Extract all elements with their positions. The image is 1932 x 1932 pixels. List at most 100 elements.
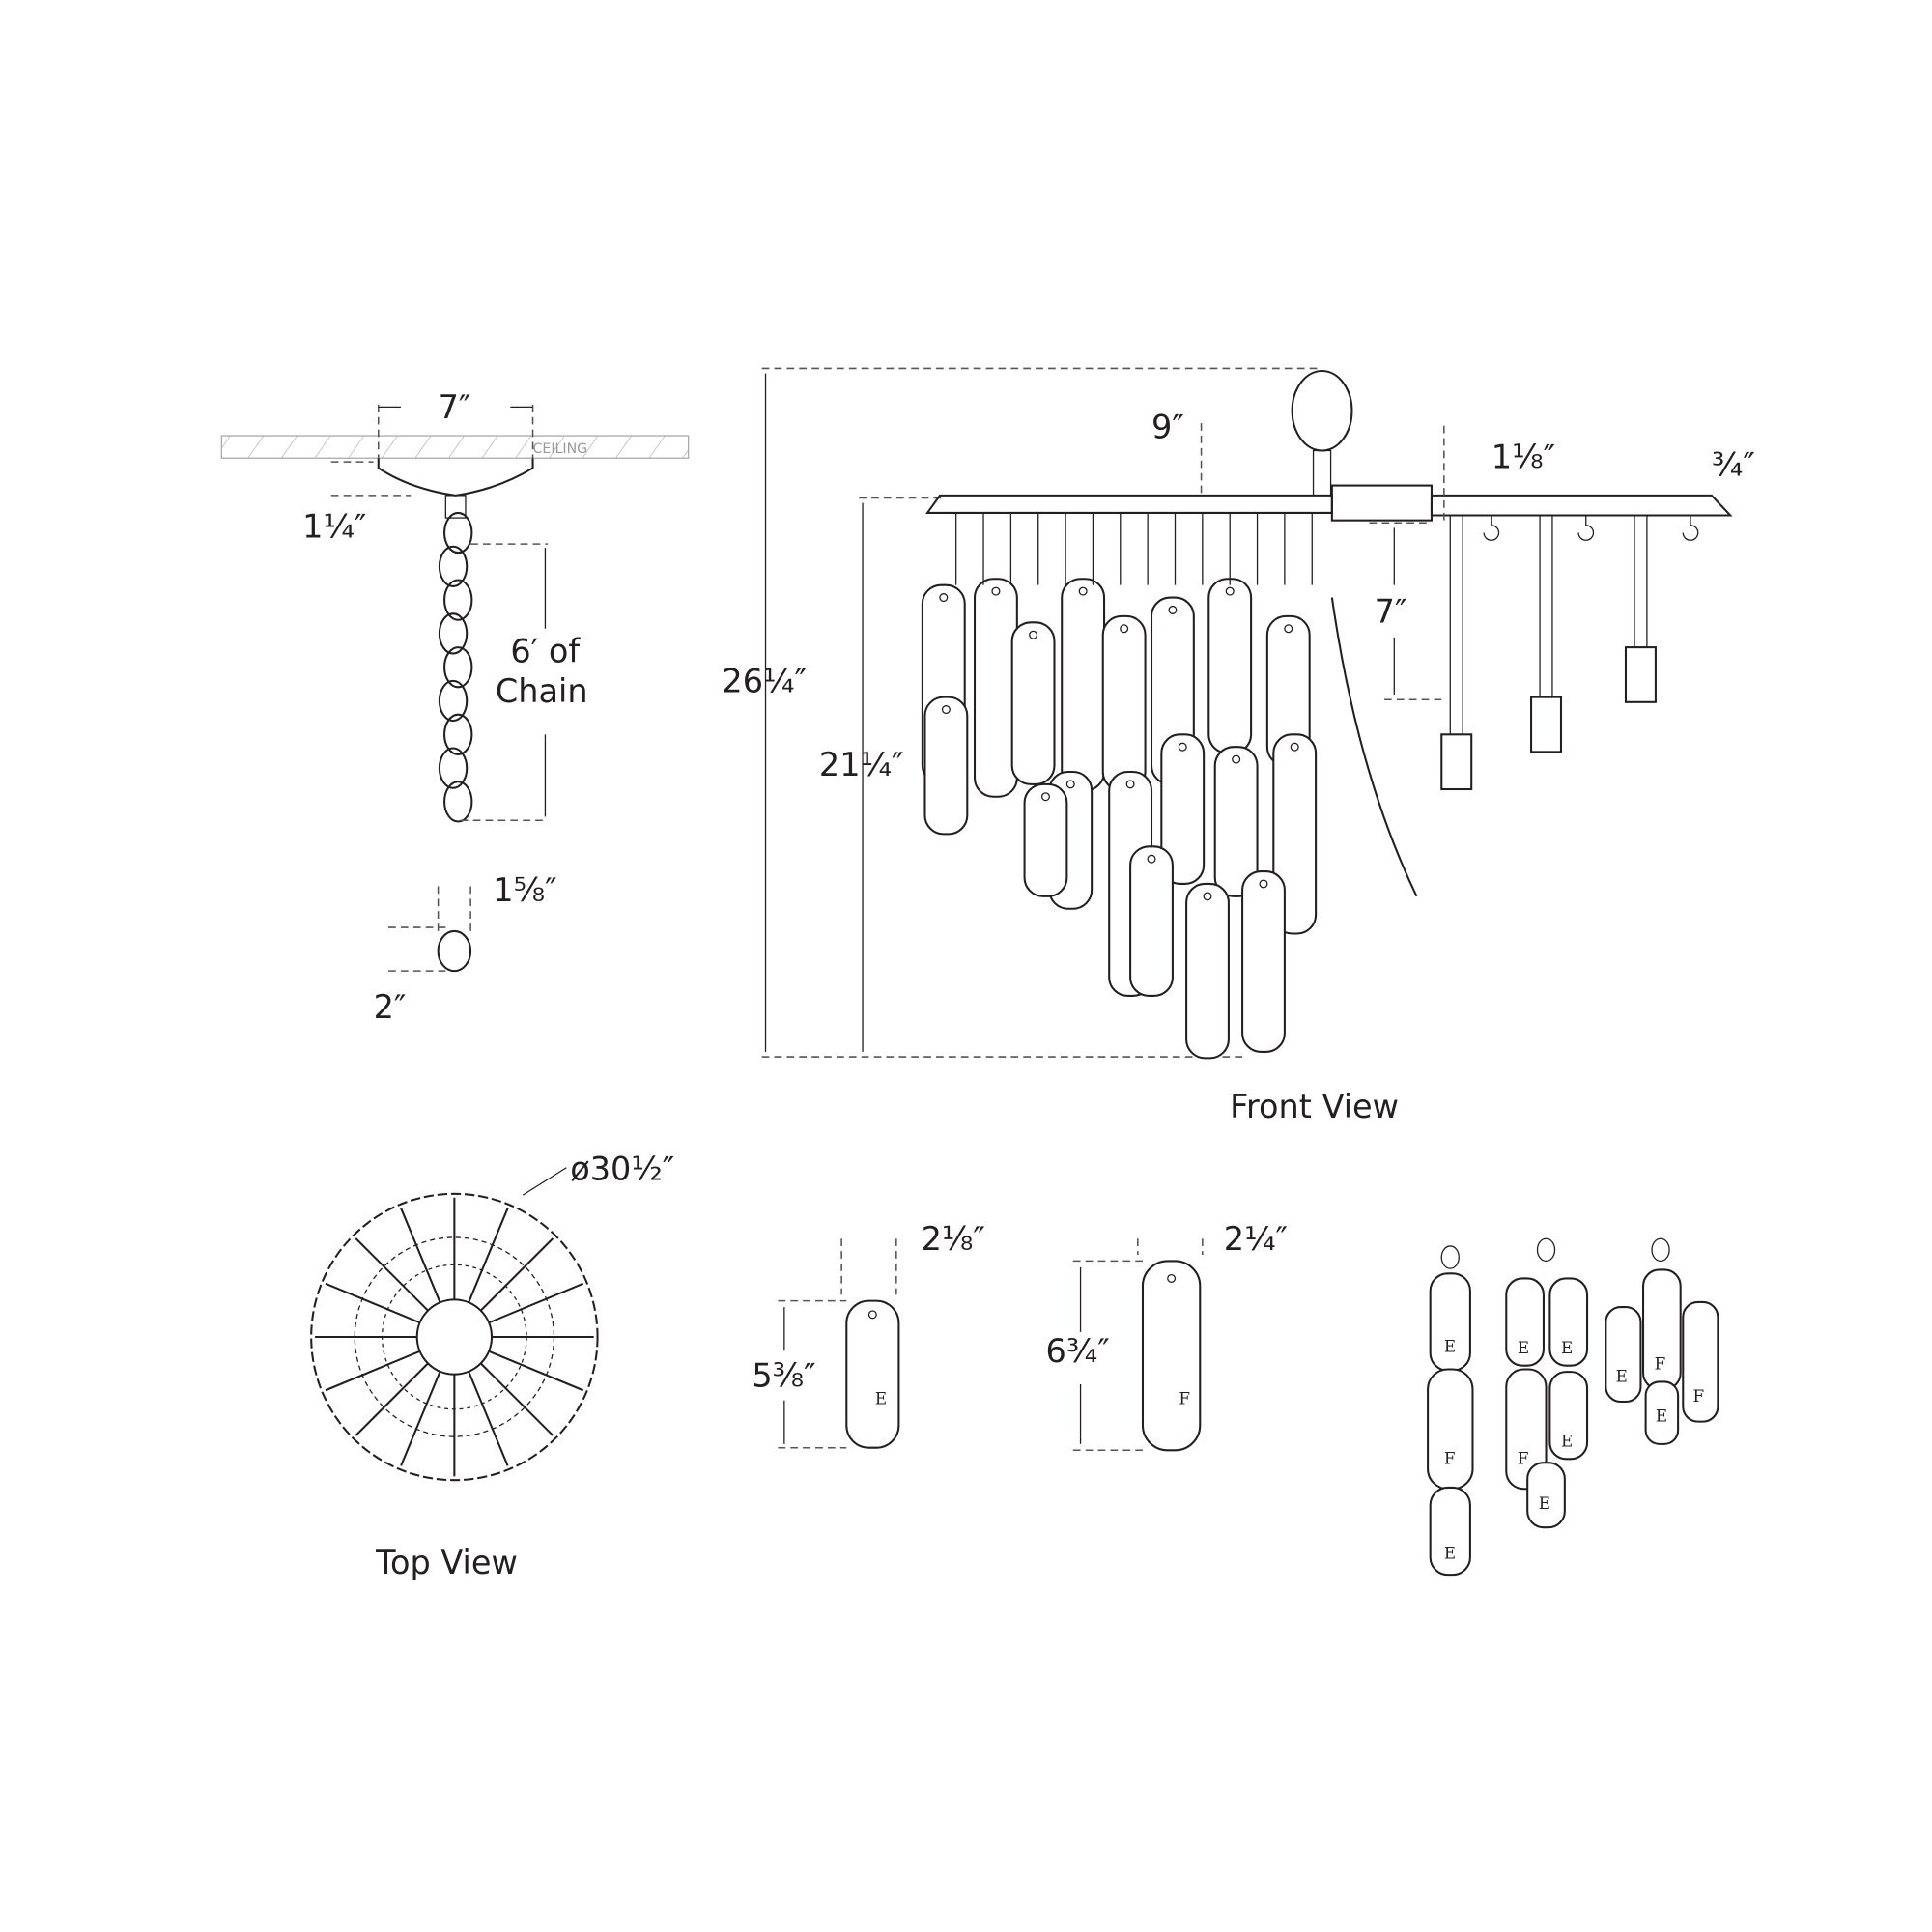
drop-hole <box>1225 586 1235 596</box>
spoke <box>355 1362 429 1436</box>
loop-label: 9″ <box>1151 409 1184 446</box>
chain-link <box>443 646 473 689</box>
socket-stem <box>1449 514 1463 735</box>
chain-link <box>438 545 469 587</box>
chain <box>438 511 473 823</box>
drop-hole <box>1120 624 1129 634</box>
glass-e-detail: E 2⅛″ 5⅜″ <box>752 1220 985 1449</box>
cluster-letter: E <box>1561 1431 1573 1450</box>
drop-hole <box>1203 892 1212 901</box>
glass-drop <box>1160 733 1206 885</box>
chain-link <box>437 929 472 973</box>
glass-drop <box>1208 578 1253 754</box>
glass-e-width-label: 2⅛″ <box>922 1220 985 1258</box>
cluster-diagrams: E F E E E F E E E F E F <box>1427 1237 1719 1577</box>
hook-icon <box>1577 515 1595 541</box>
glass-drop <box>923 696 969 836</box>
glass-e <box>845 1299 900 1449</box>
diameter-label: ø30½″ <box>570 1151 674 1188</box>
outer-ring <box>310 1192 599 1482</box>
socket-stem <box>1634 514 1648 648</box>
cluster-letter: F <box>1444 1448 1456 1467</box>
socket-bar <box>1430 494 1733 517</box>
glass-f-height-label: 6¾″ <box>1045 1332 1109 1370</box>
glass-e-letter: E <box>875 1389 887 1408</box>
glass-drop <box>1023 782 1068 897</box>
glass-drop <box>1129 845 1174 997</box>
drop-hole <box>1147 854 1156 864</box>
bar-gap-label: 1⅛″ <box>1492 439 1555 476</box>
spoke <box>488 1282 584 1324</box>
ceiling <box>220 435 690 459</box>
loop-ring <box>1291 369 1353 452</box>
glass-drop <box>1241 870 1286 1053</box>
link-height-label: 2″ <box>374 988 407 1026</box>
glass-drop <box>1101 614 1147 792</box>
drop-hole <box>941 705 951 715</box>
front-view-caption: Front View <box>1230 1088 1399 1125</box>
cluster-letter: F <box>1693 1386 1705 1406</box>
glass-f <box>1141 1260 1202 1452</box>
spoke <box>479 1237 554 1312</box>
canopy-detail: CEILING 7″ 1¼″ 6′ of Chain <box>220 388 690 823</box>
spoke <box>468 1208 509 1303</box>
spoke <box>468 1371 509 1466</box>
overall-height-label: 26¼″ <box>722 662 807 699</box>
cluster-3: E F E F <box>1605 1237 1719 1445</box>
cluster-letter: F <box>1518 1448 1529 1467</box>
glass-drop <box>1213 746 1259 897</box>
socket <box>1530 696 1563 753</box>
bar-thickness-label: ¾″ <box>1712 445 1755 483</box>
chain-link <box>443 511 473 554</box>
cluster-2: E E F E E <box>1505 1237 1589 1529</box>
link-width-label: 1⅝″ <box>493 871 556 909</box>
chain-link <box>443 781 473 823</box>
drop-hole <box>1232 754 1241 764</box>
drop-hole <box>1040 792 1050 802</box>
drop-hole <box>1065 780 1075 789</box>
glass-f-detail: F 2¼″ 6¾″ <box>1045 1220 1288 1452</box>
hook-icon <box>1682 515 1699 541</box>
ceiling-label: CEILING <box>533 441 588 457</box>
spoke <box>400 1208 441 1303</box>
chain-label-line2: Chain <box>496 672 588 710</box>
front-view: 26¼″ 21¼″ 9″ 1⅛″ ¾″ 7″ Front View <box>722 367 1755 1125</box>
drop-hole <box>939 593 949 603</box>
drop-hole <box>1284 624 1293 634</box>
cluster-letter: E <box>1539 1493 1550 1513</box>
glass-f-width-label: 2¼″ <box>1224 1220 1288 1258</box>
top-frame <box>925 494 1333 514</box>
chain-link <box>443 713 473 755</box>
glass-drop <box>1010 621 1056 785</box>
chain-link-detail: 1⅝″ 2″ <box>374 871 557 1026</box>
canopy-width-label: 7″ <box>439 388 471 426</box>
cluster-letter: E <box>1444 1336 1456 1355</box>
chain-label-line1: 6′ of <box>510 633 581 670</box>
hub <box>415 1298 494 1376</box>
cluster-letter: E <box>1518 1338 1529 1357</box>
cluster-letter: E <box>1444 1543 1456 1562</box>
glass-drop <box>973 578 1018 798</box>
drop-hole <box>1178 742 1187 752</box>
cord <box>1330 597 1418 897</box>
chain-link <box>438 747 469 789</box>
chain-link <box>443 579 473 621</box>
drop-hole <box>1290 742 1299 752</box>
glass-f-letter: F <box>1179 1389 1190 1408</box>
socket-drop-label: 7″ <box>1375 592 1407 630</box>
drop-hole <box>1078 586 1088 596</box>
canopy <box>377 458 534 497</box>
drop-hole <box>1125 780 1135 789</box>
chain-link <box>438 679 469 723</box>
spoke <box>479 1362 554 1436</box>
glass-drop <box>1061 578 1106 792</box>
glass-drop <box>1185 882 1230 1060</box>
drop-hole <box>991 586 1001 596</box>
glass-e-height-label: 5⅜″ <box>752 1357 815 1395</box>
drop-hole <box>1259 879 1268 889</box>
drop-hole <box>1029 630 1038 639</box>
spoke <box>325 1282 421 1324</box>
cluster-letter: E <box>1656 1406 1667 1426</box>
cluster-letter: F <box>1655 1354 1666 1374</box>
